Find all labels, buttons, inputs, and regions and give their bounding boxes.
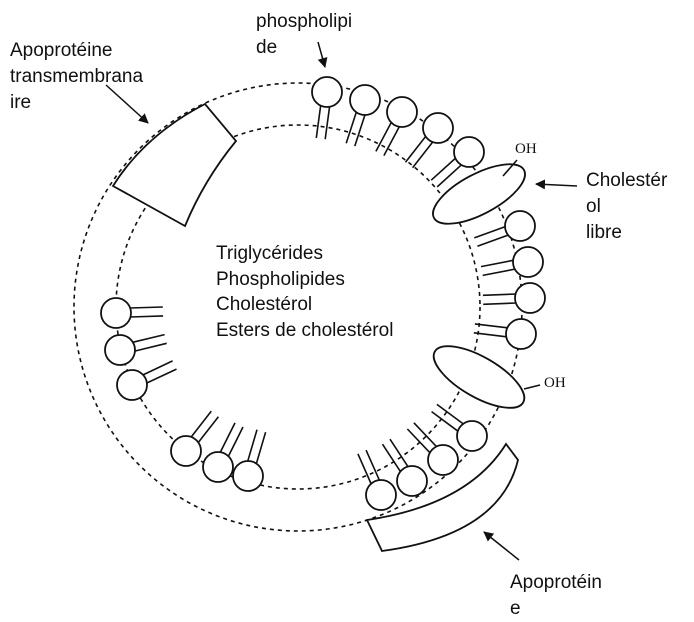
phospholipid-tail: [406, 136, 426, 162]
phospholipid: [117, 361, 177, 400]
phospholipid-tail: [130, 316, 163, 317]
core-contents-list: Triglycérides Phospholipides Cholestérol…: [216, 241, 393, 343]
phospholipid-tail: [248, 430, 257, 462]
phospholipid-tail: [198, 417, 218, 443]
phospholipid-head: [387, 97, 417, 127]
core-item-triglycerides: Triglycérides: [216, 241, 393, 267]
phospholipid-tail: [481, 260, 513, 266]
phospholipid-head: [397, 466, 427, 496]
phospholipid-tail: [130, 307, 163, 308]
phospholipid-head: [350, 85, 380, 115]
phospholipid-head: [505, 211, 535, 241]
phospholipid-tail: [316, 105, 320, 138]
phospholipid-tail: [483, 303, 516, 304]
phospholipid: [474, 319, 536, 349]
phospholipid: [481, 247, 543, 277]
label-free-cholesterol: Cholestér ol libre: [586, 168, 667, 246]
phospholipid-head: [513, 247, 543, 277]
phospholipid-head: [366, 480, 396, 510]
label-apoprotein-line2: e: [510, 596, 602, 622]
phospholipid-head: [428, 445, 458, 475]
phospholipid-head: [457, 421, 487, 451]
phospholipid-tail: [431, 158, 455, 180]
phospholipid-tail: [474, 227, 505, 238]
phospholipid-tail: [474, 333, 507, 337]
phospholipid-tail: [135, 343, 167, 351]
label-free-cholesterol-line2: ol: [586, 194, 667, 220]
phospholipid-tail: [413, 142, 433, 168]
phospholipid-tail: [483, 294, 516, 295]
phospholipid-head: [515, 283, 545, 313]
phospholipid-tail: [483, 269, 515, 275]
phospholipid-head: [117, 370, 147, 400]
phospholipid-tail: [355, 115, 365, 146]
label-apoprotein: Apoprotéin e: [510, 570, 602, 622]
phospholipid-head: [506, 319, 536, 349]
core-item-cholesterol: Cholestérol: [216, 292, 393, 318]
label-phospholipide-line1: phospholipi: [256, 9, 352, 35]
phospholipid-tail: [346, 112, 356, 143]
core-item-phospholipides: Phospholipides: [216, 267, 393, 293]
phospholipid: [432, 404, 487, 451]
arrow-free-cholesterol: [536, 184, 577, 186]
core-item-esters: Esters de cholestérol: [216, 318, 393, 344]
phospholipid-head: [171, 436, 201, 466]
label-transmembrane-apoprotein-line3: ire: [10, 90, 143, 116]
phospholipid-tail: [133, 335, 165, 343]
label-phospholipide: phospholipi de: [256, 9, 352, 61]
phospholipid-head: [454, 137, 484, 167]
label-free-cholesterol-line1: Cholestér: [586, 168, 667, 194]
phospholipid-tail: [191, 411, 211, 437]
cholesterol-oh-bond-lower: [524, 385, 540, 389]
label-apoprotein-line1: Apoprotéin: [510, 570, 602, 596]
label-transmembrane-apoprotein-line1: Apoprotéine: [10, 38, 143, 64]
arrow-apoprotein: [484, 532, 519, 560]
label-transmembrane-apoprotein-line2: transmembrana: [10, 64, 143, 90]
label-oh-lower: OH: [544, 375, 566, 392]
phospholipid: [101, 298, 163, 328]
label-phospholipide-line2: de: [256, 35, 352, 61]
phospholipid-head: [312, 77, 342, 107]
phospholipid-head: [101, 298, 131, 328]
phospholipid-head: [423, 113, 453, 143]
phospholipid: [358, 450, 396, 510]
label-transmembrane-apoprotein: Apoprotéine transmembrana ire: [10, 38, 143, 116]
phospholipid-tail: [414, 423, 437, 447]
phospholipid: [483, 283, 545, 313]
phospholipid: [474, 211, 535, 246]
phospholipid-head: [203, 452, 233, 482]
transmembrane-apoprotein-shape: [113, 104, 236, 226]
phospholipid-tail: [325, 107, 329, 140]
phospholipid-tail: [383, 444, 401, 472]
phospholipid-head: [233, 461, 263, 491]
label-free-cholesterol-line3: libre: [586, 220, 667, 246]
phospholipid-head: [105, 335, 135, 365]
phospholipid: [105, 335, 167, 365]
phospholipid: [376, 97, 417, 156]
label-oh-upper: OH: [515, 141, 537, 158]
phospholipid-tail: [256, 432, 265, 464]
phospholipid-tail: [477, 235, 508, 246]
